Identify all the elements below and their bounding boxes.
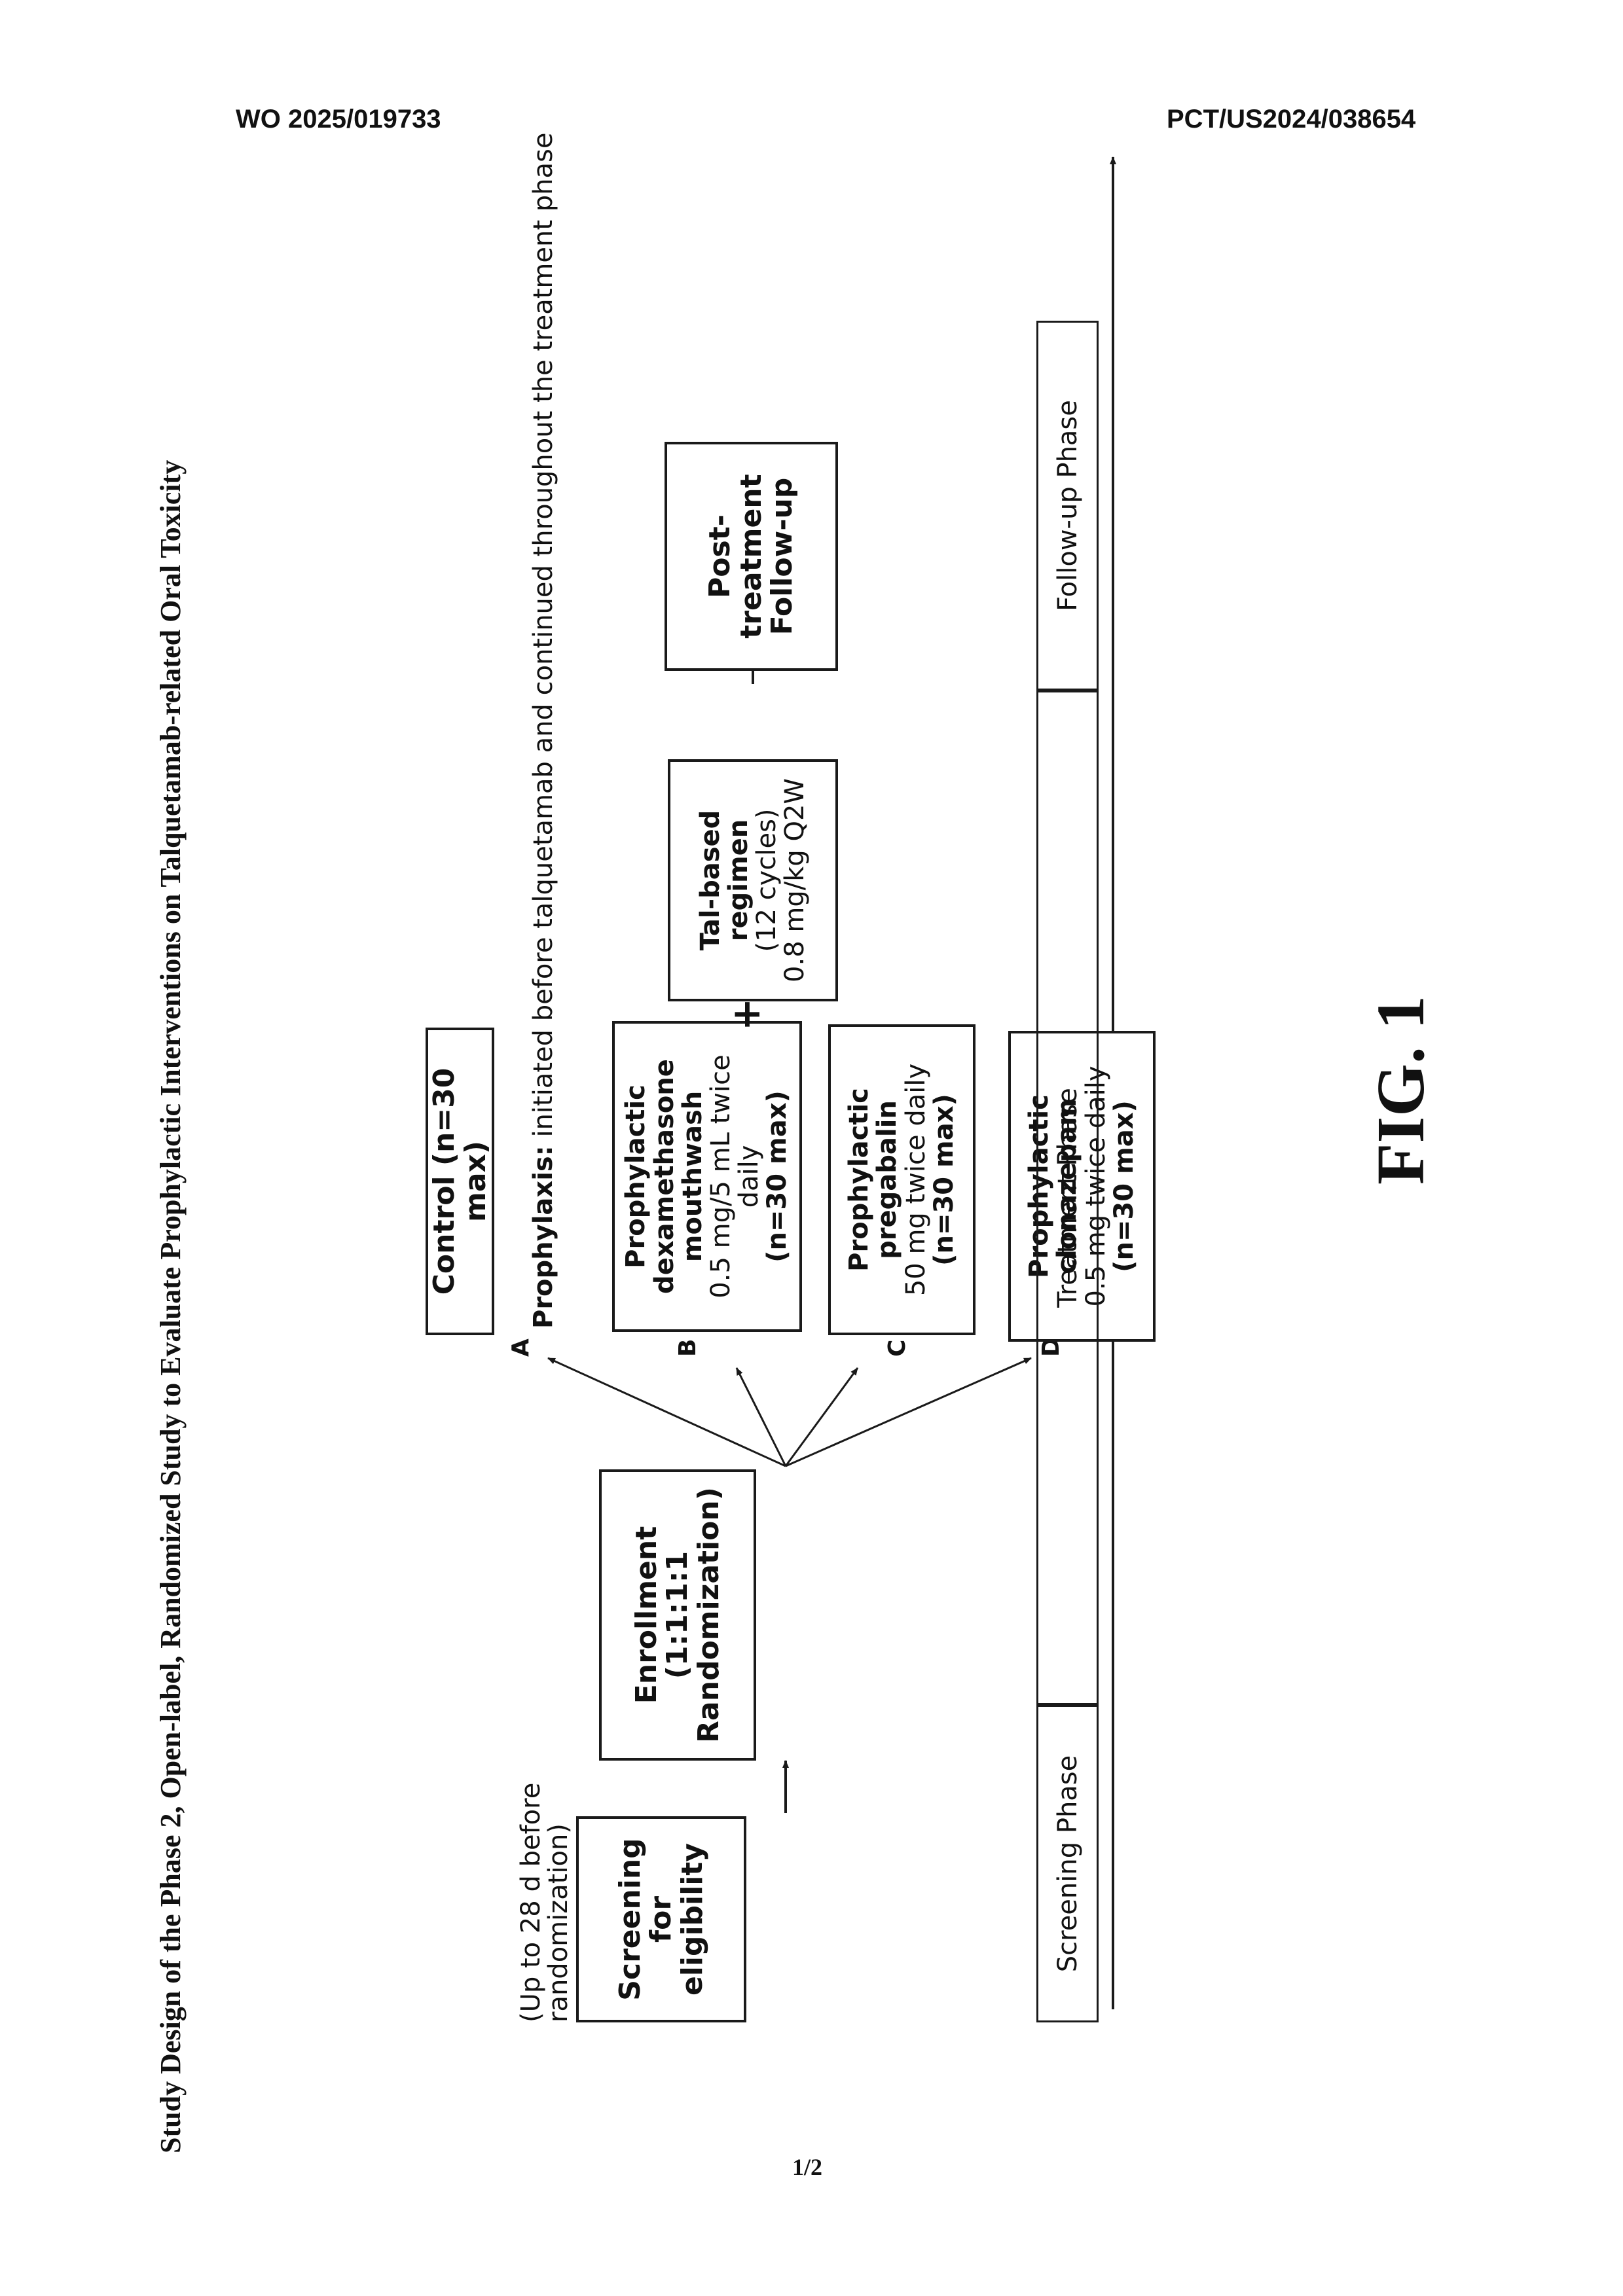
tal-regimen-box: Tal-based regimen (12 cycles) 0.8 mg/kg … [668, 759, 838, 1001]
arrow-to-clonazepam [786, 1358, 1031, 1466]
plus-sign: + [723, 998, 769, 1031]
control-box: Control (n=30 max) [426, 1028, 494, 1335]
treatment-phase-label: Treatment Phase [1036, 691, 1099, 1705]
arrow-to-control [548, 1358, 786, 1466]
arm-letter-c: C [884, 1340, 911, 1357]
followup-box: Post- treatment Follow-up [665, 442, 838, 671]
arrow-to-pregabalin [786, 1368, 858, 1466]
prophylaxis-note: Prophylaxis: initiated before talquetama… [528, 133, 558, 1329]
study-design-figure: Study Design of the Phase 2, Open-label,… [131, 124, 1152, 2153]
figure-label: FIG. 1 [1362, 996, 1440, 1185]
screening-box: Screening for eligibility [576, 1816, 746, 2022]
pregabalin-box: Prophylactic pregabalin 50 mg twice dail… [828, 1024, 976, 1335]
followup-phase-label: Follow-up Phase [1036, 321, 1099, 691]
arm-letter-a: A [507, 1338, 534, 1357]
application-number: PCT/US2024/038654 [1167, 105, 1415, 134]
figure-title: Study Design of the Phase 2, Open-label,… [154, 460, 187, 2153]
screening-phase-label: Screening Phase [1036, 1705, 1099, 2022]
screening-note: (Up to 28 d before randomization) [517, 1783, 572, 2022]
enrollment-box: Enrollment (1:1:1:1 Randomization) [599, 1469, 756, 1761]
arrow-to-dexamethasone [737, 1368, 786, 1466]
arm-letter-b: B [674, 1339, 701, 1357]
page-number: 1/2 [792, 2153, 822, 2181]
dexamethasone-box: Prophylactic dexamethasone mouthwash 0.5… [612, 1021, 802, 1332]
